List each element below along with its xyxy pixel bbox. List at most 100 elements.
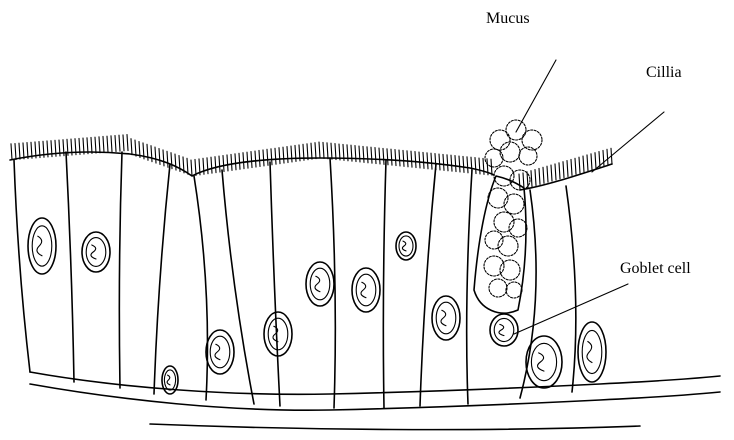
mucus-granule (485, 149, 503, 167)
cilium (375, 148, 376, 164)
cilium (395, 150, 396, 166)
cilium (331, 143, 332, 159)
cell-wall (119, 152, 122, 388)
cilium (255, 151, 256, 167)
nucleus-inner (531, 343, 556, 380)
cilium (531, 171, 532, 187)
cilium (591, 154, 592, 170)
cell-wall (420, 164, 436, 406)
cilium (215, 157, 216, 173)
cell-wall (467, 170, 472, 404)
mucus-granule (506, 282, 522, 298)
cilium (271, 149, 272, 165)
cilium (19, 143, 20, 159)
basement-membrane-lower (30, 384, 720, 410)
cilium (175, 154, 176, 170)
cilium (15, 144, 16, 160)
cilium (575, 158, 576, 174)
chromatin (402, 241, 406, 251)
mucus-pointer-line (516, 60, 556, 132)
cilium (227, 155, 228, 171)
nucleus-inner (436, 302, 456, 334)
cilium (379, 148, 380, 164)
cilium (223, 156, 224, 172)
cilium (587, 155, 588, 171)
cell-wall (270, 162, 280, 406)
cilium (535, 170, 536, 186)
cilium (235, 154, 236, 170)
cilium (115, 136, 116, 152)
cilium (251, 152, 252, 168)
cilium (447, 155, 448, 171)
chromatin (37, 236, 42, 256)
nucleus-inner (356, 274, 376, 306)
cilium (279, 148, 280, 164)
goblet-cell-label: Goblet cell (620, 260, 691, 278)
cilium (371, 147, 372, 163)
cilium (419, 152, 420, 168)
cilium (127, 135, 128, 151)
cilium (283, 147, 284, 163)
cilium (327, 143, 328, 159)
cilium (603, 150, 604, 166)
cilium (167, 151, 168, 167)
chromatin (538, 353, 544, 371)
cilium (99, 137, 100, 153)
cilium (247, 152, 248, 168)
cilium (107, 136, 108, 152)
nucleus-inner (399, 236, 413, 256)
cilium (567, 161, 568, 177)
cilium (287, 147, 288, 163)
cilium (443, 154, 444, 170)
nucleus-inner (210, 336, 230, 368)
cilium (95, 137, 96, 153)
nucleus-inner (494, 318, 514, 341)
cell-wall (14, 160, 30, 372)
chromatin (315, 276, 320, 291)
cilium (155, 147, 156, 163)
chromatin (499, 324, 504, 335)
cilium (439, 154, 440, 170)
cilium (263, 150, 264, 166)
cilium (399, 150, 400, 166)
cilia-label: Cillia (646, 64, 682, 82)
cilium (579, 157, 580, 173)
cilium (323, 142, 324, 158)
nucleus-inner (310, 268, 330, 300)
chromatin (441, 310, 446, 325)
cilium (91, 137, 92, 153)
cilium (475, 158, 476, 174)
cilium (219, 156, 220, 172)
cilium (267, 149, 268, 165)
mucus-granules (484, 120, 542, 298)
cilium (147, 144, 148, 160)
cilium (423, 152, 424, 168)
cilium (243, 153, 244, 169)
cilium (275, 148, 276, 164)
cell-wall (194, 176, 208, 400)
cilium (427, 153, 428, 169)
tissue-base-line (150, 424, 640, 430)
cilium (431, 153, 432, 169)
cilium (407, 151, 408, 167)
cilium (311, 143, 312, 159)
cilium (391, 149, 392, 165)
nucleus-inner (86, 238, 106, 267)
cilium (211, 157, 212, 173)
cilium (571, 159, 572, 175)
mucus-granule (485, 231, 503, 249)
cell-wall (566, 186, 576, 392)
mucus-granule (504, 194, 524, 214)
cilium (539, 168, 540, 184)
cilium (607, 149, 608, 165)
basement-membrane-upper (30, 372, 720, 394)
cilium (119, 135, 120, 151)
chromatin (91, 245, 96, 259)
cilium (467, 157, 468, 173)
cilium (483, 158, 484, 174)
cilium (403, 150, 404, 166)
cilia-pointer-line (592, 112, 664, 172)
chromatin (587, 342, 592, 363)
